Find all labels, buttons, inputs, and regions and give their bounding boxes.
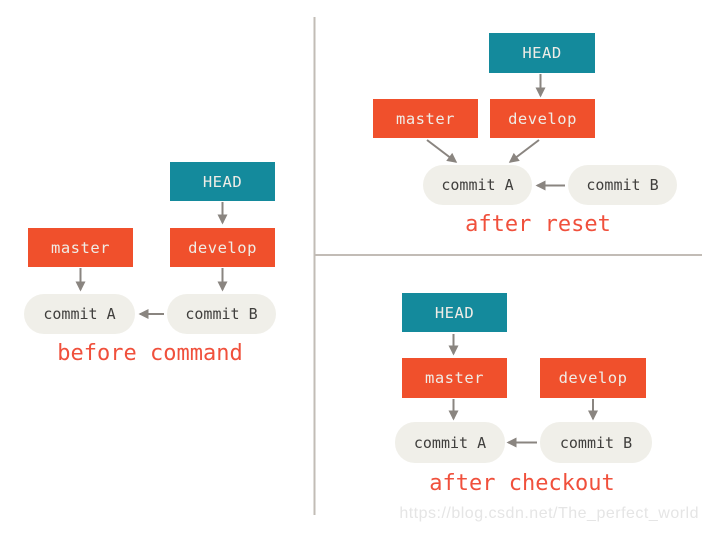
head-box: HEAD bbox=[489, 33, 595, 73]
branch-box-develop: develop bbox=[170, 228, 275, 267]
commit-node-b: commit B bbox=[568, 165, 677, 205]
watermark: https://blog.csdn.net/The_perfect_world bbox=[399, 505, 699, 522]
commit-node-a: commit A bbox=[423, 165, 532, 205]
arrow-develop-to-commit-a-after-reset bbox=[508, 139, 540, 163]
arrow-master-to-commit-a-after-reset bbox=[426, 139, 458, 163]
panel-caption-after-checkout: after checkout bbox=[429, 471, 615, 496]
commit-node-b: commit B bbox=[167, 294, 276, 334]
panel-caption-before-command: before command bbox=[57, 341, 243, 366]
branch-box-develop: develop bbox=[490, 99, 595, 138]
branch-box-master: master bbox=[28, 228, 133, 267]
commit-node-a: commit A bbox=[395, 422, 505, 463]
commit-node-a: commit A bbox=[24, 294, 135, 334]
head-box: HEAD bbox=[402, 293, 507, 332]
branch-box-master: master bbox=[373, 99, 478, 138]
branch-box-master: master bbox=[402, 358, 507, 398]
head-box: HEAD bbox=[170, 162, 275, 201]
branch-box-develop: develop bbox=[540, 358, 646, 398]
panel-caption-after-reset: after reset bbox=[465, 212, 611, 237]
commit-node-b: commit B bbox=[540, 422, 652, 463]
